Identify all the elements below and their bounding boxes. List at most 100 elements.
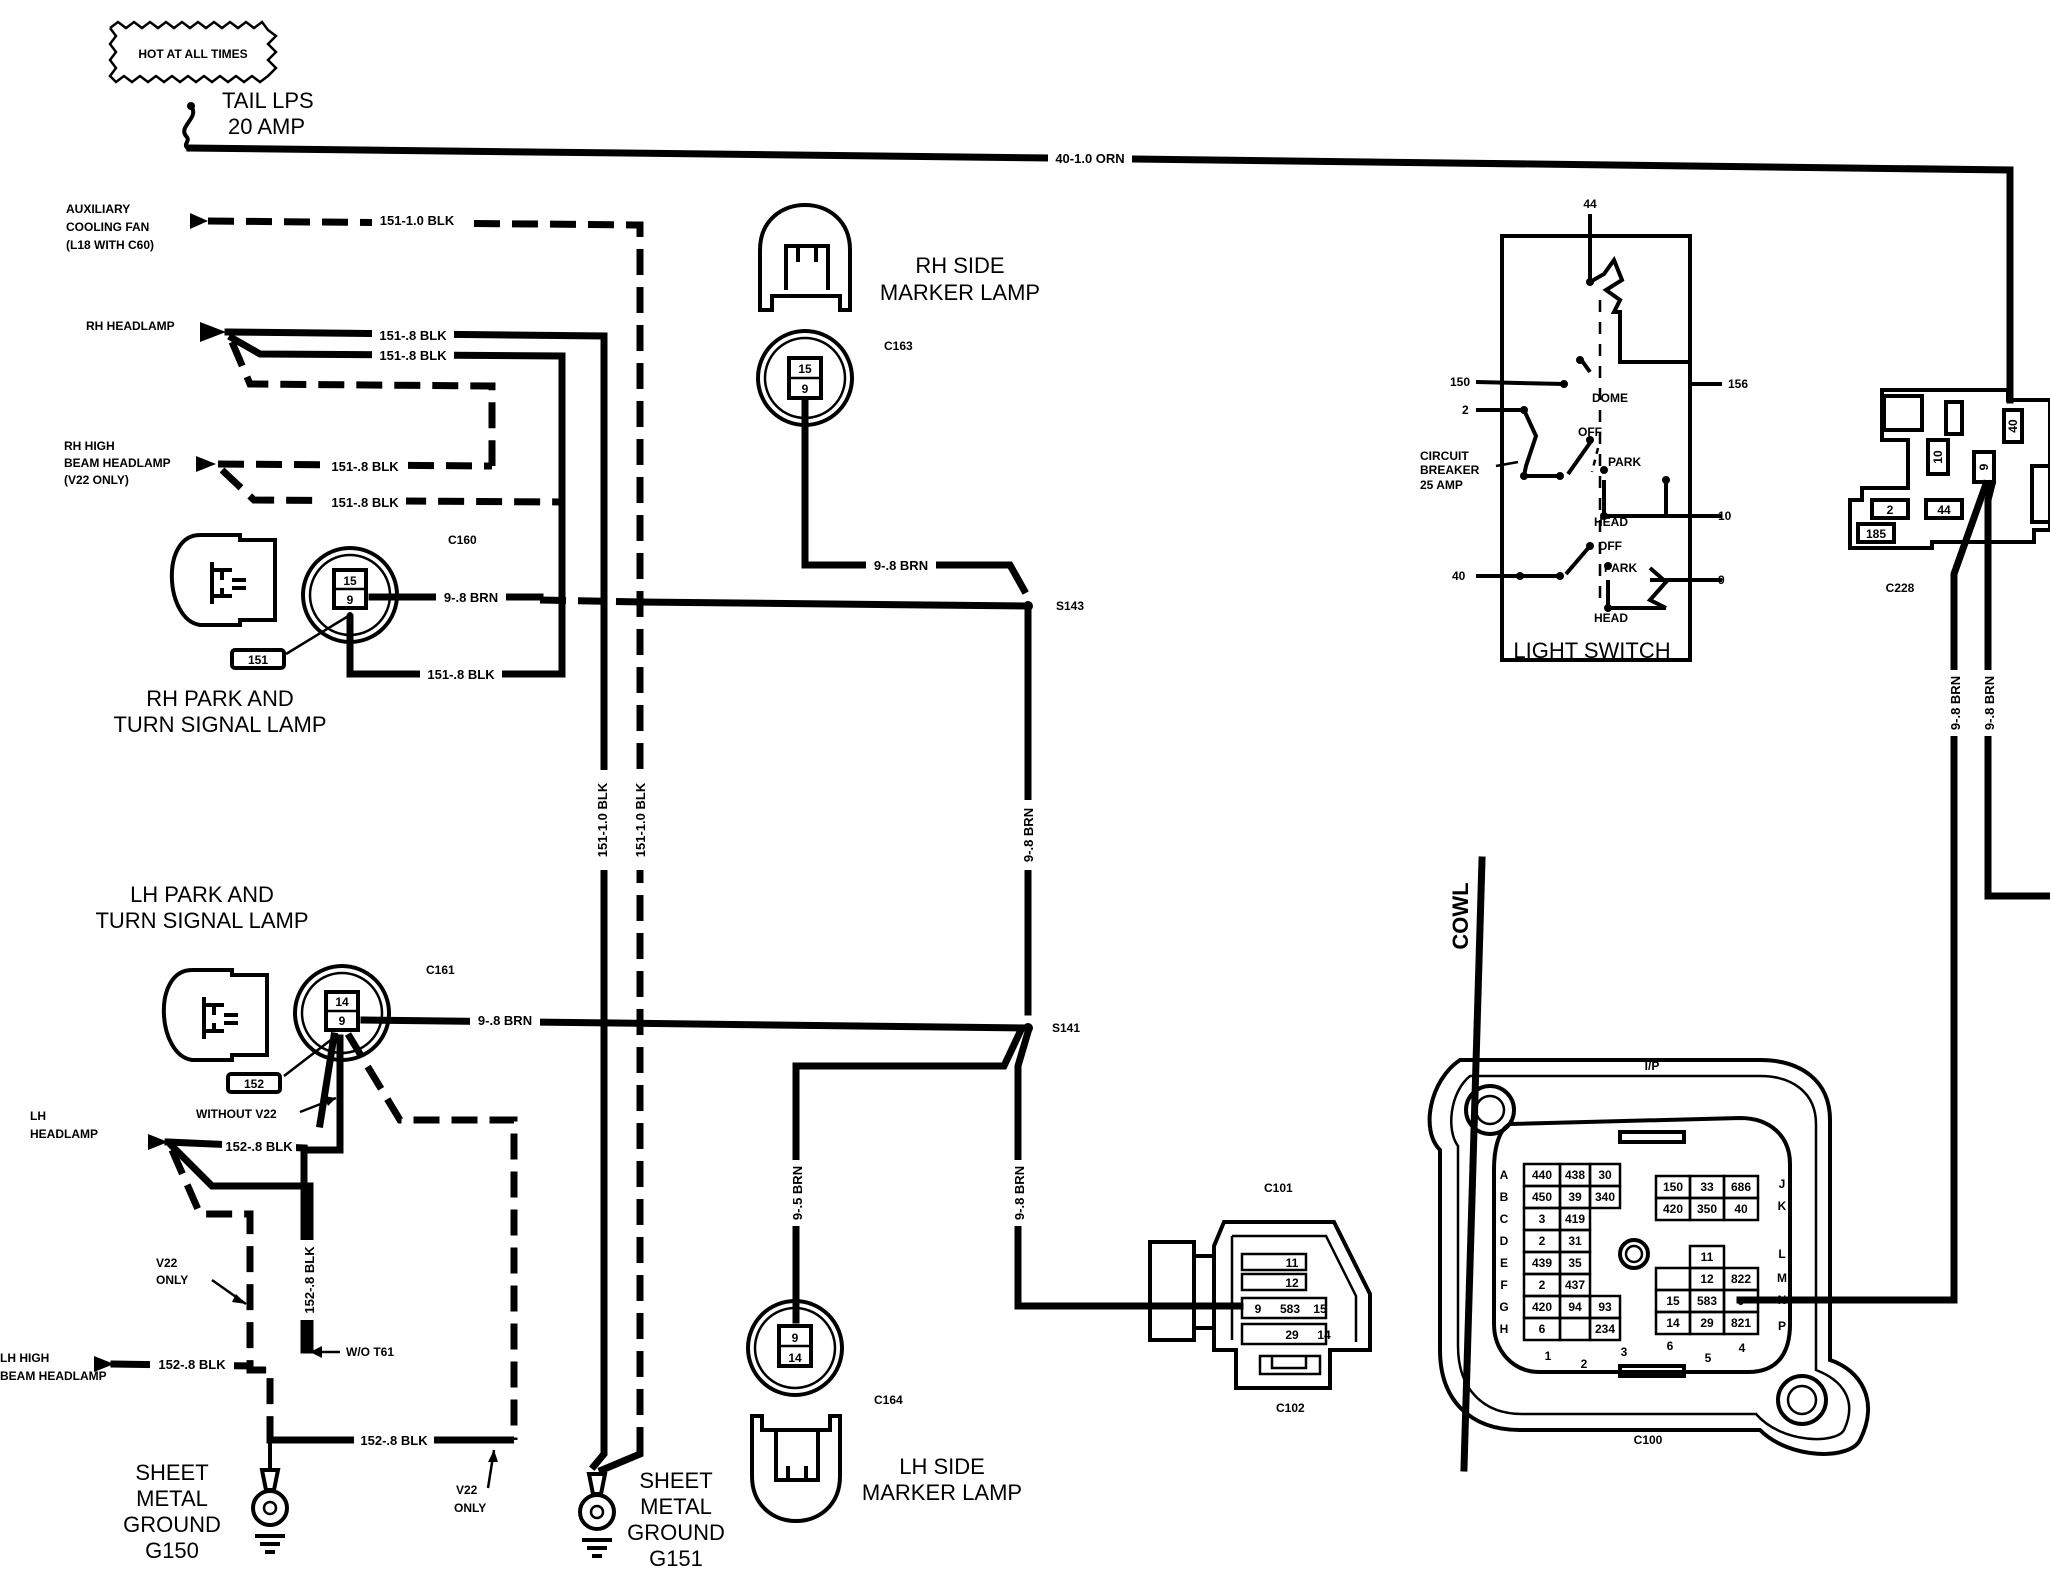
rh-side-marker-lamp: RH SIDE MARKER LAMP 15 9 C163: [756, 203, 1040, 427]
c100-cell: [1588, 1316, 1622, 1342]
c100-pin: 35: [1568, 1256, 1582, 1270]
c100-label: C100: [1634, 1433, 1663, 1447]
c101-pin-9: 9: [1255, 1302, 1262, 1316]
c228-label: C228: [1886, 581, 1915, 595]
wire-9-c161: [360, 1016, 1028, 1032]
c100-cell: [1558, 1316, 1592, 1342]
lh-side-marker-label-2: MARKER LAMP: [862, 1480, 1022, 1505]
c100-cell: [1722, 1196, 1760, 1222]
c160-pin-bot: 9: [347, 593, 354, 607]
ground-g151: SHEET METAL GROUND G151: [578, 1436, 725, 1571]
wire-label-brn-c161: 9-.8 BRN: [478, 1013, 532, 1028]
c100-row-letter: 3: [1621, 1345, 1628, 1359]
aux-fan-label-3: (L18 WITH C60): [66, 238, 154, 252]
c228-pin-10: 10: [1931, 450, 1945, 464]
connector-c101-c102: C101 C102 11 12 9 583 15 29 14: [1148, 1181, 1372, 1415]
c100-row-letter: A: [1500, 1168, 1509, 1182]
c100-pin: 40: [1734, 1202, 1748, 1216]
c100-row-letter: M: [1777, 1271, 1787, 1285]
aux-cooling-fan-lead: AUXILIARY COOLING FAN (L18 WITH C60): [66, 202, 208, 252]
c100-pin: 420: [1663, 1202, 1683, 1216]
wire-151-aux: [207, 217, 644, 1440]
lh-headlamp-lead: LH HEADLAMP: [30, 1109, 168, 1150]
c101-pin-11: 11: [1286, 1256, 1299, 1270]
c100-pin: 440: [1532, 1168, 1552, 1182]
connector-c100: I/P C100: [1427, 1058, 1871, 1456]
c100-cell: [1654, 1266, 1692, 1292]
c160-label: C160: [448, 533, 477, 547]
c100-pin: 437: [1565, 1278, 1585, 1292]
ls-pos-dome: DOME: [1592, 391, 1628, 405]
aux-fan-label-1: AUXILIARY: [66, 202, 130, 216]
c100-pin: 2: [1539, 1278, 1546, 1292]
c163-pin-bot: 9: [802, 382, 809, 396]
lh-high-label-2: BEAM HEADLAMP: [0, 1369, 107, 1383]
c100-row-letter: L: [1778, 1247, 1785, 1261]
ls-pos-head-2: HEAD: [1594, 611, 1628, 625]
wire-label-brn-c160: 9-.8 BRN: [444, 590, 498, 605]
lh-park-label-2: TURN SIGNAL LAMP: [95, 908, 308, 933]
ip-label: I/P: [1645, 1059, 1660, 1073]
c100-pin: 30: [1598, 1168, 1612, 1182]
c100-pin: 821: [1731, 1316, 1751, 1330]
wire-label-blk-vert-2: 151-1.0 BLK: [633, 782, 648, 857]
c100-pin: 31: [1568, 1234, 1582, 1248]
lh-headlamp-label-2: HEADLAMP: [30, 1127, 98, 1141]
c100-pin: 14: [1666, 1316, 1680, 1330]
wire-152-c161-dash: [345, 1032, 518, 1440]
ls-pos-park-2: PARK: [1604, 561, 1637, 575]
c100-pin: 439: [1532, 1256, 1552, 1270]
ls-pos-head-1: HEAD: [1594, 515, 1628, 529]
c100-cell: [1588, 1184, 1622, 1210]
aux-fan-label-2: COOLING FAN: [66, 220, 149, 234]
lh-headlamp-label-1: LH: [30, 1109, 46, 1123]
c161-label: C161: [426, 963, 455, 977]
wire-9-c164: [792, 1027, 1025, 1324]
c100-pin: 234: [1595, 1322, 1615, 1336]
g150-label-3: GROUND: [123, 1512, 221, 1537]
lh-park-lamp: LH PARK AND TURN SIGNAL LAMP 14 9 152 C1…: [95, 882, 455, 1094]
c161-tag: 152: [244, 1077, 264, 1091]
g150-label-2: METAL: [136, 1486, 208, 1511]
ground-g150: SHEET METAL GROUND G150: [123, 1440, 289, 1563]
rh-park-label-2: TURN SIGNAL LAMP: [113, 712, 326, 737]
wire-9-c160-dash: [539, 596, 641, 606]
g151-label-3: GROUND: [627, 1520, 725, 1545]
ls-terminal-10: 10: [1718, 509, 1732, 523]
c100-pin: 420: [1532, 1300, 1552, 1314]
c100-cell: [1722, 1310, 1760, 1336]
rh-park-label-1: RH PARK AND: [146, 686, 294, 711]
c100-row-letter: J: [1779, 1177, 1786, 1191]
ls-terminal-9: 9: [1718, 573, 1725, 587]
c100-pin: 350: [1697, 1202, 1717, 1216]
ls-cb-label-2: BREAKER: [1420, 463, 1480, 477]
wire-label-blk-lh-high: 152-.8 BLK: [158, 1357, 226, 1372]
g151-label-1: SHEET: [639, 1468, 712, 1493]
c100-row-letter: D: [1500, 1234, 1509, 1248]
c161-pin-bot: 9: [339, 1014, 346, 1028]
c101-label: C101: [1264, 1181, 1293, 1195]
ls-terminal-156: 156: [1728, 377, 1748, 391]
c100-row-letter: 6: [1667, 1339, 1674, 1353]
wire-label-blk-rh-head-1: 151-.8 BLK: [379, 328, 447, 343]
c100-pin: 822: [1731, 1272, 1751, 1286]
c100-pin: 150: [1663, 1180, 1683, 1194]
ls-pos-off-2: OFF: [1598, 539, 1622, 553]
lh-high-label-1: LH HIGH: [0, 1351, 49, 1365]
wire-9-c160-s143: [636, 598, 1028, 610]
ls-terminal-2: 2: [1462, 403, 1469, 417]
c100-pin: 2: [1539, 1234, 1546, 1248]
wire-label-brn-c163: 9-.8 BRN: [874, 558, 928, 573]
c100-row-letter: K: [1778, 1199, 1787, 1213]
c100-row-letter: E: [1500, 1256, 1508, 1270]
c100-row-letter: H: [1500, 1322, 1509, 1336]
light-switch-label: LIGHT SWITCH: [1513, 638, 1670, 663]
c100-row-letter: P: [1778, 1319, 1786, 1333]
ls-pos-off-1: OFF: [1578, 425, 1602, 439]
wire-label-brn-c228-2: 9-.8 BRN: [1982, 676, 1997, 730]
c163-label: C163: [884, 339, 913, 353]
wire-9-c228-1: [1758, 479, 1991, 1304]
